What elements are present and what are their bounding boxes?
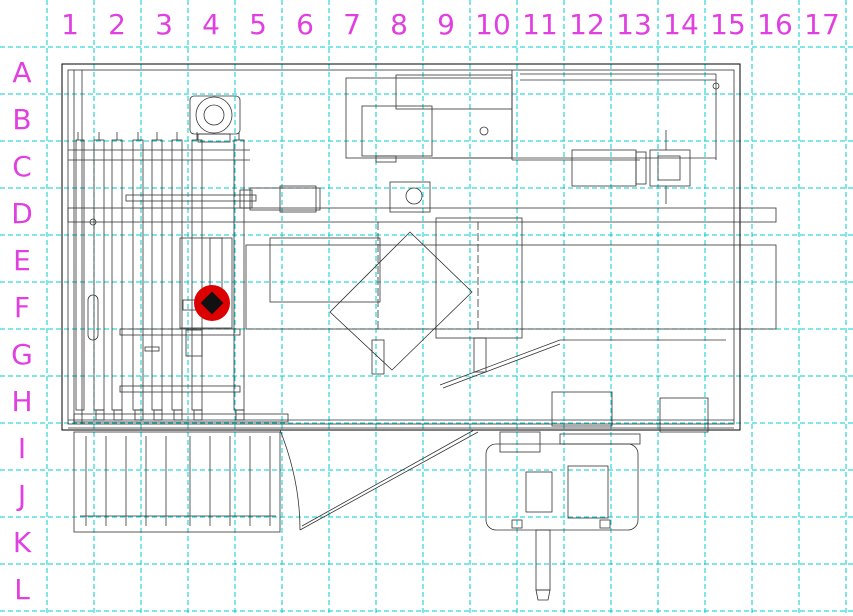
right-table <box>435 217 523 339</box>
column-label-9: 9 <box>437 8 455 41</box>
row-label-B: B <box>12 103 31 136</box>
grid-horizontal-lines <box>0 46 853 612</box>
main-frame <box>61 63 741 431</box>
machine-layout-drawing <box>61 63 777 601</box>
right-motor-gearbox <box>571 130 691 204</box>
bottom-motor-assembly <box>485 431 641 601</box>
central-gearbox <box>389 181 431 213</box>
cross-rail <box>67 207 777 223</box>
round-motor-top-left <box>189 95 241 143</box>
column-label-13: 13 <box>616 8 652 41</box>
row-label-I: I <box>18 432 26 465</box>
column-label-11: 11 <box>522 8 558 41</box>
row-label-J: J <box>16 479 26 512</box>
row-label-E: E <box>13 244 31 277</box>
row-label-D: D <box>11 197 33 230</box>
column-label-2: 2 <box>108 8 126 41</box>
column-label-1: 1 <box>61 8 79 41</box>
column-label-4: 4 <box>202 8 220 41</box>
row-label-F: F <box>14 291 30 324</box>
row-label-K: K <box>13 526 32 559</box>
row-label-H: H <box>11 385 32 418</box>
left-motor <box>239 185 321 213</box>
row-label-G: G <box>11 338 33 371</box>
column-label-16: 16 <box>757 8 793 41</box>
red-marker <box>194 285 230 321</box>
column-label-17: 17 <box>804 8 840 41</box>
door-swing-arc <box>279 429 301 531</box>
conveyor-outline <box>245 244 777 330</box>
row-label-L: L <box>14 573 30 606</box>
column-label-3: 3 <box>155 8 173 41</box>
inner-frame <box>67 69 735 425</box>
column-label-7: 7 <box>343 8 361 41</box>
column-label-5: 5 <box>249 8 267 41</box>
column-label-12: 12 <box>569 8 605 41</box>
rotated-table <box>329 231 473 371</box>
row-label-A: A <box>12 56 31 89</box>
bottom-left-rack <box>73 431 281 533</box>
column-label-6: 6 <box>296 8 314 41</box>
column-label-8: 8 <box>390 8 408 41</box>
column-label-10: 10 <box>475 8 511 41</box>
row-label-C: C <box>12 150 32 183</box>
column-label-14: 14 <box>663 8 699 41</box>
top-right-assembly <box>345 70 720 163</box>
roller-columns <box>75 132 245 421</box>
column-label-15: 15 <box>710 8 746 41</box>
grid-vertical-lines <box>46 0 847 616</box>
